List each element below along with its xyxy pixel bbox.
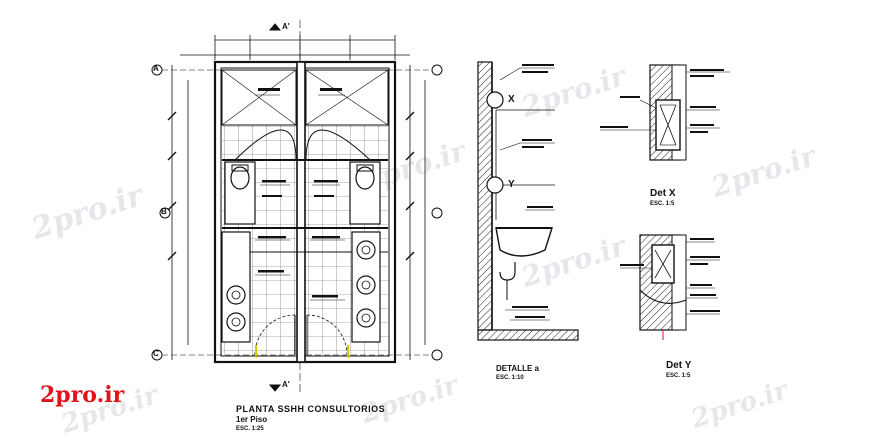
site-logo[interactable]: 2pro.ir — [40, 382, 125, 408]
detail-y — [620, 234, 720, 340]
floor-plan — [151, 20, 443, 395]
axis-label: C — [153, 349, 159, 358]
det-x-title: Det X — [650, 188, 676, 199]
det-x-scale: ESC. 1:5 — [650, 201, 675, 207]
det-y-scale: ESC. 1:5 — [666, 373, 691, 379]
section-mark-top: A' — [282, 22, 290, 31]
axis-label: A — [153, 64, 159, 73]
section-mark-bottom: A' — [282, 380, 290, 389]
plan-floor: 1er Piso — [236, 415, 268, 424]
det-y-title: Det Y — [666, 360, 692, 371]
detail-a-marker-y: Y — [508, 179, 515, 190]
detail-a-title: DETALLE a — [496, 364, 539, 373]
detail-a-scale: ESC. 1:10 — [496, 375, 524, 381]
detail-a-section — [477, 61, 579, 341]
detail-x — [600, 64, 730, 161]
plan-title: PLANTA SSHH CONSULTORIOS — [236, 404, 386, 414]
axis-label: B — [161, 207, 167, 216]
detail-a-marker-x: X — [508, 94, 515, 105]
plan-scale: ESC. 1:25 — [236, 426, 264, 432]
